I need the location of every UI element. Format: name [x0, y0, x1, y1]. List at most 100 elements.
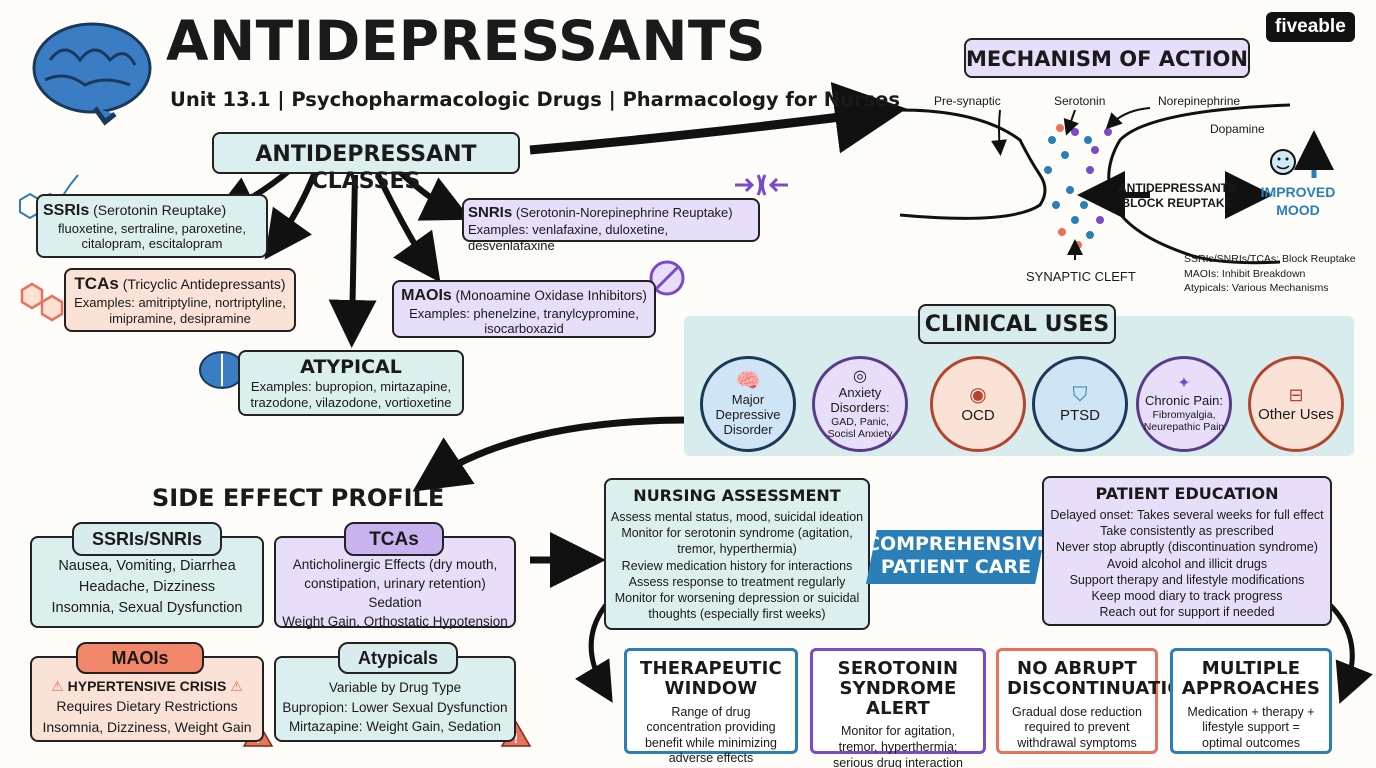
se-line: Mirtazapine: Weight Gain, Sedation — [288, 719, 502, 735]
se-line: Variable by Drug Type — [328, 680, 462, 695]
se-maoi-label: MAOIs — [76, 642, 204, 674]
se-ssri-box: Nausea, Vomiting, Diarrhea Headache, Diz… — [30, 536, 264, 628]
use-label: Anxiety Disorders: — [830, 385, 890, 416]
shield-icon: ⛉ — [1072, 383, 1088, 406]
brain-small-icon: 🧠 — [735, 370, 761, 393]
arrow-left-card — [574, 598, 613, 703]
education-line: Take consistently as prescribed — [1100, 524, 1274, 539]
label-dopamine: Dopamine — [1210, 122, 1265, 136]
assessment-line: Monitor for worsening depression or suic… — [614, 591, 860, 606]
se-tca-label: TCAs — [344, 522, 444, 556]
label-improved-mood: IMPROVED MOOD — [1260, 184, 1336, 218]
snri-name: SNRIs — [468, 204, 513, 221]
maoi-name: MAOIs — [401, 287, 452, 304]
label-block-reuptake: ANTIDEPRESSANTS BLOCK REUPTAKE — [1118, 181, 1237, 210]
reuptake-icon — [735, 174, 788, 196]
education-heading: PATIENT EDUCATION — [1095, 484, 1279, 503]
se-line: constipation, urinary retention) — [304, 575, 486, 591]
education-line: Support therapy and lifestyle modificati… — [1069, 572, 1305, 587]
se-tca-box: Anticholinergic Effects (dry mouth, cons… — [274, 536, 516, 629]
card-serotonin-syndrome: SEROTONIN SYNDROME ALERT Monitor for agi… — [810, 648, 986, 768]
assessment-line: Assess response to treatment regularly — [628, 574, 846, 589]
use-major-depression: 🧠 Major Depressive Disorder — [700, 356, 796, 452]
use-label: Other Uses — [1258, 405, 1334, 423]
warning-glyph: ⚠ — [230, 678, 243, 694]
spiral-icon: ◎ — [853, 367, 867, 385]
atypical-examples: Examples: bupropion, mirtazapine, trazod… — [250, 379, 452, 411]
pill-bottle-icon: ⊟ — [1288, 385, 1304, 406]
tca-examples: Examples: amitriptyline, nortriptyline, … — [74, 294, 286, 326]
education-line: Never stop abruptly (discontinuation syn… — [1056, 540, 1318, 555]
se-line: Headache, Dizziness — [78, 579, 216, 596]
card-no-abrupt: NO ABRUPT DISCONTINUATION Gradual dose r… — [996, 648, 1198, 754]
tca-name: TCAs — [74, 274, 119, 293]
use-label: PTSD — [1059, 406, 1100, 424]
svg-text:!: ! — [514, 730, 519, 746]
assessment-line: Assess mental status, mood, suicidal ide… — [610, 509, 864, 524]
se-maoi-box: ⚠ HYPERTENSIVE CRISIS ⚠ Requires Dietary… — [30, 656, 264, 742]
use-sub: GAD, Panic, Socisl Anxiety — [827, 416, 893, 441]
card-body: Gradual dose reduction required to preve… — [1012, 704, 1142, 750]
use-ptsd: ⛉ PTSD — [1032, 356, 1128, 452]
atypical-name: ATYPICAL — [300, 356, 402, 378]
arrow-to-side-effects — [412, 416, 691, 492]
mechanism-heading: MECHANISM OF ACTION — [964, 38, 1250, 78]
clinical-uses-heading: CLINICAL USES — [918, 304, 1116, 344]
assessment-line: Review medication history for interactio… — [621, 558, 853, 573]
se-line: Requires Dietary Restrictions — [56, 698, 238, 715]
mechanism-note: Atypicals: Various Mechanisms — [1184, 282, 1329, 295]
use-chronic-pain: ✦ Chronic Pain: Fibromyalgia, Neurepathi… — [1136, 356, 1232, 452]
ssri-box: SSRIs (Serotonin Reuptake) fluoxetine, s… — [36, 194, 268, 258]
side-effects-heading: SIDE EFFECT PROFILE — [152, 484, 445, 512]
education-line: Delayed onset: Takes several weeks for f… — [1050, 507, 1324, 522]
education-line: Keep mood diary to track progress — [1091, 589, 1283, 604]
use-ocd: ◉ OCD — [930, 356, 1026, 452]
patient-education-box: PATIENT EDUCATION Delayed onset: Takes s… — [1042, 476, 1332, 626]
se-line: Nausea, Vomiting, Diarrhea — [58, 558, 236, 574]
label-serotonin: Serotonin — [1054, 94, 1106, 108]
se-line: Weight Gain, Orthostatic Hypotension — [282, 613, 508, 629]
card-body: Medication + therapy + lifestyle support… — [1187, 704, 1315, 750]
tca-box: TCAs (Tricyclic Antidepressants) Example… — [64, 268, 296, 332]
assessment-heading: NURSING ASSESSMENT — [633, 486, 841, 505]
se-atypical-label: Atypicals — [338, 642, 458, 674]
snri-box: SNRIs (Serotonin-Norepinephrine Reuptake… — [462, 198, 760, 253]
snri-examples: Examples: venlafaxine, duloxetine, desve… — [468, 222, 669, 254]
assessment-line: Monitor for serotonin syndrome (agitatio… — [621, 526, 853, 541]
label-presynaptic: Pre-synaptic — [934, 94, 1001, 108]
se-line: HYPERTENSIVE CRISIS — [67, 678, 227, 694]
education-line: Avoid alcohol and illicit drugs — [1106, 556, 1268, 571]
use-label: Major Depressive Disorder — [715, 392, 781, 437]
no-enzyme-icon — [649, 260, 685, 296]
tca-desc: (Tricyclic Antidepressants) — [122, 276, 286, 292]
se-line: Insomnia, Sexual Dysfunction — [51, 600, 243, 617]
pain-icon: ✦ — [1177, 375, 1191, 393]
nursing-assessment-box: NURSING ASSESSMENT Assess mental status,… — [604, 478, 870, 630]
mechanism-note: MAOIs: Inhibit Breakdown — [1184, 267, 1306, 280]
card-body: Monitor for agitation, tremor, hyperther… — [833, 724, 963, 768]
card-therapeutic-window: THERAPEUTIC WINDOW Range of drug concent… — [624, 648, 798, 765]
se-line: Insomnia, Dizziness, Weight Gain — [42, 718, 252, 735]
se-line: Sedation — [368, 594, 422, 610]
fiveable-logo[interactable]: fiveable — [1266, 12, 1355, 42]
page-title: ANTIDEPRESSANTS — [166, 9, 767, 73]
se-line: Anticholinergic Effects (dry mouth, — [292, 557, 498, 572]
assessment-line: thoughts (especially first weeks) — [648, 607, 826, 622]
arrow-to-mechanism — [529, 81, 907, 155]
use-other: ⊟ Other Uses — [1248, 356, 1344, 452]
maoi-examples: Examples: phenelzine, tranylcypromine, i… — [409, 305, 639, 337]
se-line: Bupropion: Lower Sexual Dysfunction — [282, 699, 508, 715]
comprehensive-care-label: COMPREHENSIVE PATIENT CARE — [866, 530, 1046, 584]
ssri-examples: fluoxetine, sertraline, paroxetine, cita… — [58, 220, 246, 252]
assessment-line: tremor, hyperthermia) — [677, 542, 797, 557]
use-label: OCD — [961, 406, 995, 424]
mechanism-note: SSRIs/SNRIs/TCAs: Block Reuptake — [1184, 253, 1356, 265]
se-ssri-label: SSRIs/SNRIs — [72, 522, 222, 556]
smiley-icon — [1270, 149, 1296, 175]
tca-molecule-icon — [20, 282, 64, 322]
warning-glyph: ⚠ — [51, 678, 64, 694]
ssri-name: SSRIs — [43, 202, 90, 219]
synapse-diagram — [899, 103, 1291, 265]
maoi-box: MAOIs (Monoamine Oxidase Inhibitors) Exa… — [392, 280, 656, 338]
loop-icon: ◉ — [969, 383, 987, 406]
